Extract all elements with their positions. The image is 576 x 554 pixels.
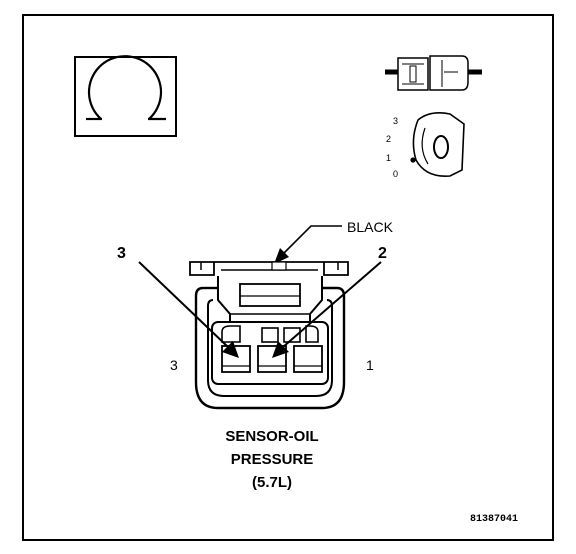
caption-line-1: SENSOR-OIL [225,428,318,445]
pin-position-2: 2 [386,134,391,144]
pointer-number-2: 2 [378,245,387,262]
pin-position-0: 0 [393,169,398,179]
ohm-meter-icon [74,55,177,137]
pin-position-1: 1 [386,153,391,163]
wire-color-arrowhead [274,248,289,264]
pointer-number-3: 3 [117,245,126,262]
connector-side-view-icon [385,55,482,91]
pointer-3-line [138,261,229,348]
connector-pin-view-icon [410,112,465,177]
caption-line-3: (5.7L) [252,474,292,491]
pin-position-3: 3 [393,116,398,126]
wire-color-leader [282,225,342,255]
pointer-3-arrowhead [222,341,239,358]
figure-id: 81387041 [470,514,518,525]
connector-housing [189,261,349,410]
pointer-2-arrowhead [272,341,289,358]
pin-label-1: 1 [366,357,374,373]
pin-label-3: 3 [170,357,178,373]
wire-color-label: BLACK [347,219,394,235]
caption-line-2: PRESSURE [231,451,314,468]
pointer-2-line [282,261,382,348]
